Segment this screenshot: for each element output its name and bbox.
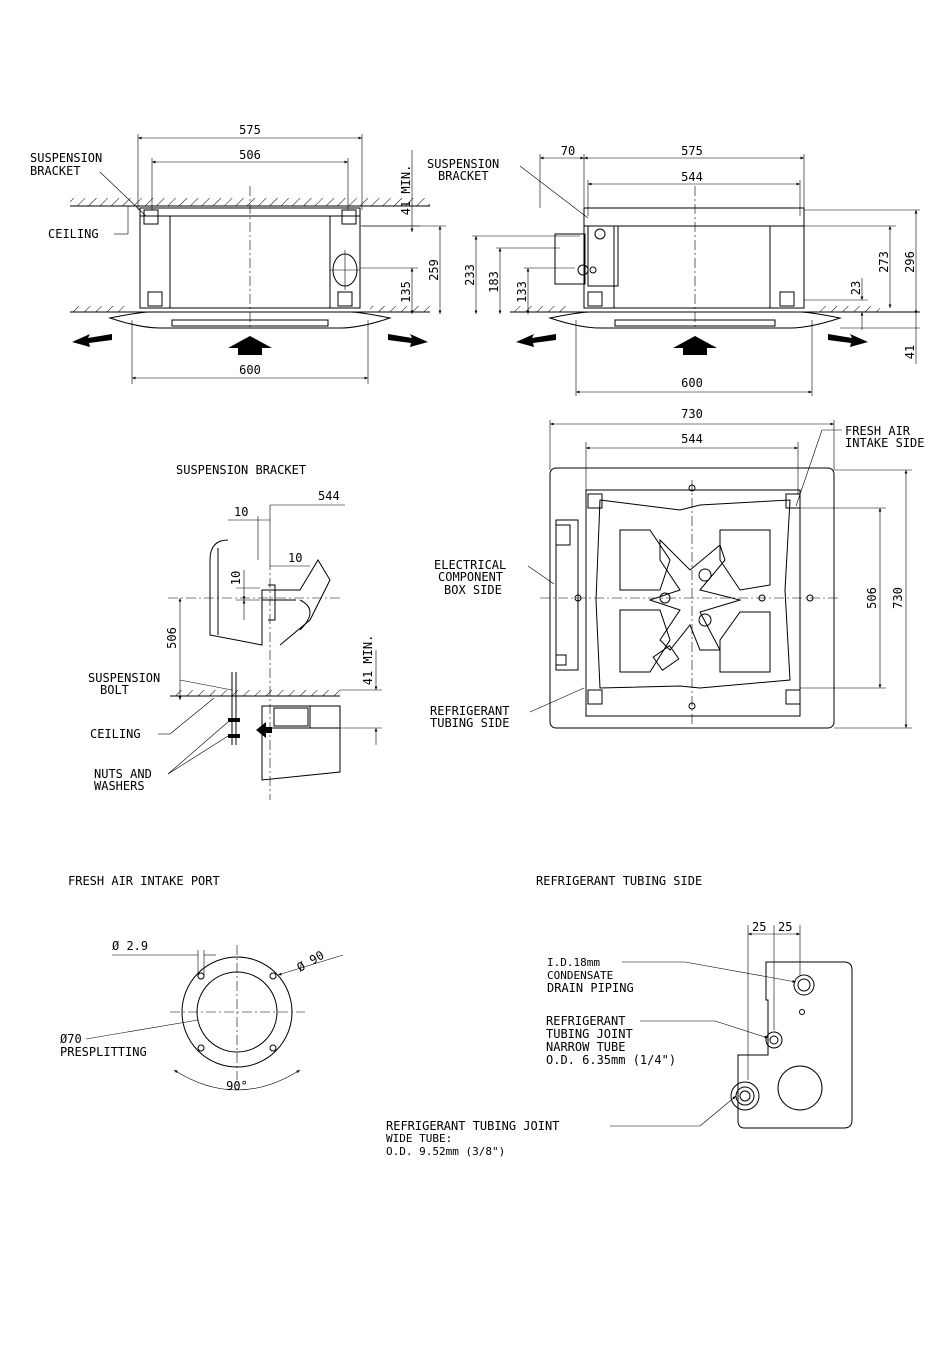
dim-296: 296: [903, 251, 917, 273]
dim-41-min: 41 MIN.: [399, 165, 413, 216]
dim-600: 600: [239, 363, 261, 377]
svg-text:WASHERS: WASHERS: [94, 779, 145, 793]
svg-text:10: 10: [234, 505, 248, 519]
svg-text:O.D. 6.35mm (1/4"): O.D. 6.35mm (1/4"): [546, 1053, 676, 1067]
label-ceiling-bracket: CEILING: [90, 727, 141, 741]
label-electrical-box: ELECTRICAL: [434, 558, 506, 572]
dim-233: 233: [463, 264, 477, 286]
svg-text:COMPONENT: COMPONENT: [438, 570, 503, 584]
label-narrow-tube: REFRIGERANT: [546, 1014, 625, 1028]
svg-text:BOLT: BOLT: [100, 683, 129, 697]
svg-text:TUBING JOINT: TUBING JOINT: [546, 1027, 633, 1041]
bracket-title: SUSPENSION BRACKET: [176, 463, 306, 477]
svg-text:O.D. 9.52mm (3/8"): O.D. 9.52mm (3/8"): [386, 1145, 505, 1158]
dim-135: 135: [399, 281, 413, 303]
dim-phi-2-9: Ø 2.9: [112, 939, 148, 953]
label-wide-tube: REFRIGERANT TUBING JOINT: [386, 1119, 559, 1133]
dim-133: 133: [515, 281, 529, 303]
label-fresh-air: FRESH AIR: [845, 424, 911, 438]
dim-506: 506: [239, 148, 261, 162]
svg-text:25: 25: [752, 920, 766, 934]
fresh-air-port: FRESH AIR INTAKE PORT Ø 2.9 Ø 90 Ø70 PRE…: [60, 874, 344, 1093]
dim-544-side: 544: [681, 170, 703, 184]
label-suspension-bolt: SUSPENSION: [88, 671, 160, 685]
fresh-air-title: FRESH AIR INTAKE PORT: [68, 874, 220, 888]
label-refrigerant-side: REFRIGERANT: [430, 704, 509, 718]
dim-70: 70: [561, 144, 575, 158]
dim-544-bracket: 544: [318, 489, 340, 503]
front-view: 575 506 41 MIN. 259 135 600 SUSPENSION B…: [30, 123, 446, 384]
svg-text:BRACKET: BRACKET: [30, 164, 81, 178]
dim-41-side: 41: [903, 345, 917, 359]
dim-273: 273: [877, 251, 891, 273]
svg-text:10: 10: [229, 571, 243, 585]
dim-41-min-bracket: 41 MIN.: [361, 635, 375, 686]
svg-text:NARROW TUBE: NARROW TUBE: [546, 1040, 625, 1054]
label-presplitting: PRESPLITTING: [60, 1045, 147, 1059]
svg-text:25: 25: [778, 920, 792, 934]
tubing-side: REFRIGERANT TUBING SIDE 25 25 I.D.18mm C…: [386, 874, 853, 1158]
dim-544-top: 544: [681, 432, 703, 446]
label-nuts-washers: NUTS AND: [94, 767, 152, 781]
svg-text:TUBING SIDE: TUBING SIDE: [430, 716, 509, 730]
dim-575-side: 575: [681, 144, 703, 158]
dim-730-top: 730: [681, 407, 703, 421]
svg-text:BOX SIDE: BOX SIDE: [444, 583, 502, 597]
svg-text:BRACKET: BRACKET: [438, 169, 489, 183]
dim-575: 575: [239, 123, 261, 137]
svg-text:DRAIN PIPING: DRAIN PIPING: [547, 981, 634, 995]
svg-text:INTAKE SIDE: INTAKE SIDE: [845, 436, 924, 450]
dim-506-top: 506: [865, 587, 879, 609]
dim-90-deg: 90°: [226, 1079, 248, 1093]
dim-259: 259: [427, 259, 441, 281]
dim-183: 183: [487, 271, 501, 293]
dim-phi-90: Ø 90: [295, 948, 327, 975]
dim-600-side: 600: [681, 376, 703, 390]
label-suspension-bracket-side: SUSPENSION: [427, 157, 499, 171]
svg-text:CONDENSATE: CONDENSATE: [547, 969, 613, 982]
dim-23: 23: [849, 281, 863, 295]
label-suspension-bracket: SUSPENSION: [30, 151, 102, 165]
dim-phi-70: Ø70: [60, 1032, 82, 1046]
dim-730-top-v: 730: [891, 587, 905, 609]
dim-506-bracket: 506: [165, 627, 179, 649]
svg-text:10: 10: [288, 551, 302, 565]
bracket-detail: SUSPENSION BRACKET 544 10 10 10 506: [88, 463, 382, 800]
top-view: 730 544: [430, 407, 924, 730]
label-ceiling: CEILING: [48, 227, 99, 241]
label-drain-piping: I.D.18mm: [547, 956, 600, 969]
side-view: 70 575 544 SUSPENSION BRACKET 233 183 13…: [427, 144, 920, 396]
svg-text:WIDE TUBE:: WIDE TUBE:: [386, 1132, 452, 1145]
tubing-title: REFRIGERANT TUBING SIDE: [536, 874, 702, 888]
